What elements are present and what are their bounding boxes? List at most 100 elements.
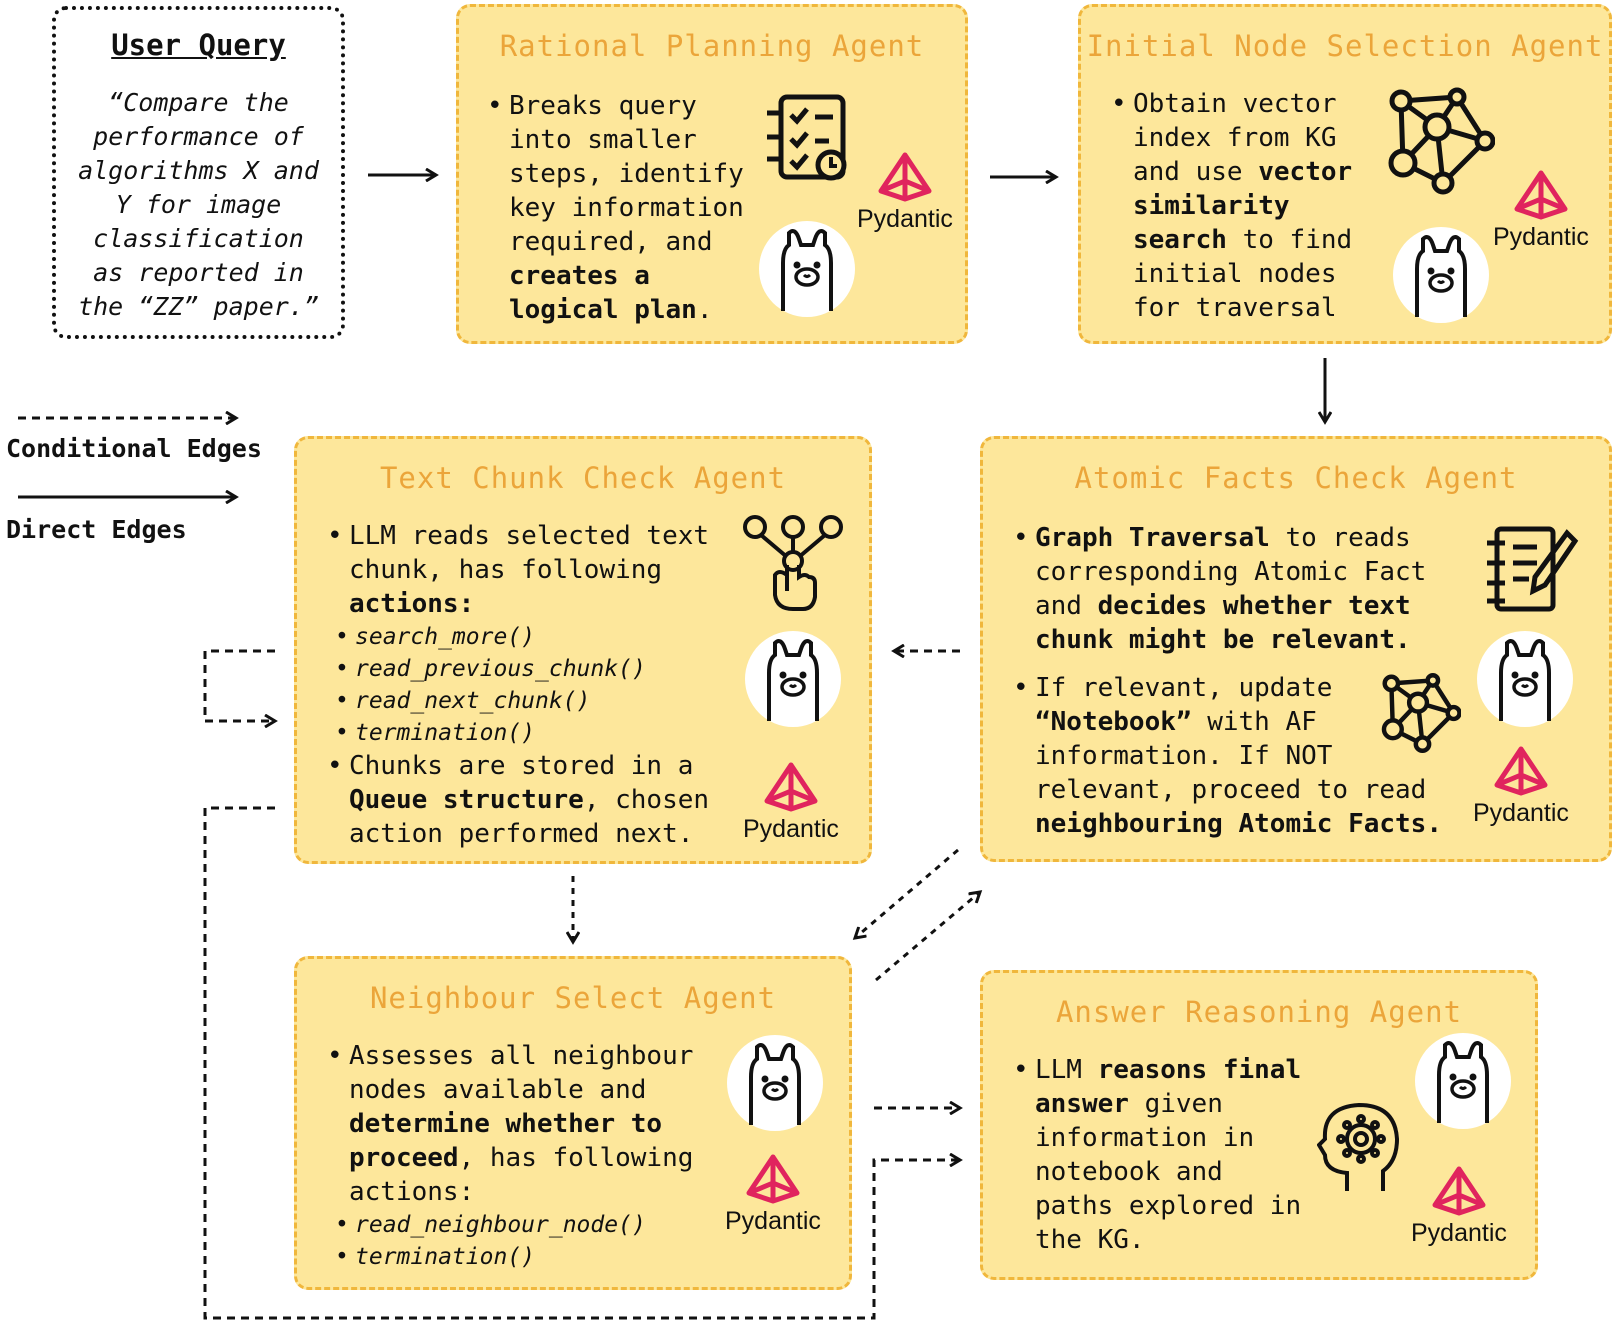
action-list: search_more()read_previous_chunk()read_n… — [327, 621, 709, 749]
text-line: proceed, has following — [349, 1143, 694, 1173]
text-line: logical plan. — [509, 295, 713, 325]
llama-face — [1499, 639, 1551, 721]
llama-icon — [745, 631, 841, 727]
answer-reasoning-agent: Answer Reasoning Agent LLM reasons final… — [980, 970, 1538, 1280]
text-line: required, and — [509, 227, 713, 257]
pydantic-icon — [878, 152, 932, 202]
pydantic-icon — [746, 1154, 800, 1204]
pydantic-icon — [1432, 1166, 1486, 1216]
initial-node-selection-agent: Initial Node Selection Agent Obtain vect… — [1078, 4, 1612, 344]
pydantic-label: Pydantic — [725, 1207, 821, 1235]
action-list: read_neighbour_node()termination() — [327, 1209, 693, 1273]
edge-neighbour-to-atomic — [875, 892, 980, 982]
agent-title: Atomic Facts Check Agent — [1074, 461, 1518, 495]
agent-title: Answer Reasoning Agent — [1055, 995, 1463, 1029]
action-item: read_next_chunk() — [327, 685, 709, 717]
pydantic-logo: Pydantic — [725, 1153, 821, 1236]
user-query-text: “Compare the performance of algorithms X… — [78, 88, 319, 321]
text-line: action performed next. — [349, 819, 694, 849]
text-line: LLM reads selected text — [327, 519, 709, 553]
pydantic-label: Pydantic — [1473, 799, 1569, 827]
pydantic-icon — [1514, 170, 1568, 220]
text-line: determine whether to — [349, 1109, 663, 1139]
pydantic-logo: Pydantic — [1473, 745, 1569, 828]
legend-conditional-label: Conditional Edges — [6, 434, 262, 463]
text-line: Chunks are stored in a — [327, 749, 709, 783]
text-line: paths explored in — [1035, 1191, 1302, 1221]
pydantic-logo: Pydantic — [857, 151, 953, 234]
pydantic-label: Pydantic — [1411, 1219, 1507, 1247]
text-line: notebook and — [1035, 1157, 1223, 1187]
llama-icon — [1415, 1033, 1511, 1129]
text-line: actions: — [349, 1177, 475, 1207]
hand-touch-nodes-icon — [743, 515, 843, 611]
text-line: Breaks query — [487, 89, 744, 123]
action-item: termination() — [327, 1241, 693, 1273]
atomic-facts-check-agent: Atomic Facts Check Agent Graph Traversal… — [980, 436, 1612, 862]
graph-network-icon — [1381, 673, 1461, 753]
text-line: steps, identify — [509, 159, 744, 189]
agent-title: Initial Node Selection Agent — [1086, 29, 1604, 63]
brain-head-icon — [1317, 1102, 1400, 1191]
user-query-box: User Query “Compare the performance of a… — [52, 6, 345, 339]
pydantic-label: Pydantic — [743, 815, 839, 843]
checklist-icon — [767, 94, 847, 181]
text-line: for traversal — [1133, 293, 1337, 323]
text-line: answer given — [1035, 1089, 1223, 1119]
edge-textchunk-to-answer-loop — [203, 806, 960, 1320]
text-line: If relevant, update — [1013, 671, 1442, 705]
text-line: Queue structure, chosen — [349, 785, 710, 815]
llama-icon — [1477, 631, 1573, 727]
llama-face — [767, 639, 819, 721]
agent-title: Text Chunk Check Agent — [379, 461, 787, 495]
text-line: nodes available and — [349, 1075, 647, 1105]
action-item: search_more() — [327, 621, 709, 653]
text-line: key information — [509, 193, 744, 223]
pydantic-icon — [1494, 746, 1548, 796]
pydantic-logo: Pydantic — [743, 761, 839, 844]
text-line: the KG. — [1035, 1225, 1145, 1255]
graph-network-icon — [1388, 87, 1495, 195]
llama-face — [1437, 1041, 1489, 1123]
action-item: read_neighbour_node() — [327, 1209, 693, 1241]
text-line: Obtain vector — [1111, 87, 1352, 121]
text-line: Graph Traversal to reads — [1013, 521, 1442, 555]
text-line: chunk might be relevant. — [1035, 625, 1411, 655]
llama-face — [1415, 235, 1467, 317]
text-line: actions: — [349, 589, 475, 619]
action-item: termination() — [327, 717, 709, 749]
notebook-pen-icon — [1487, 526, 1579, 612]
agent-title: Rational Planning Agent — [499, 29, 925, 63]
agent-title: Neighbour Select Agent — [369, 981, 777, 1015]
llama-face — [749, 1043, 801, 1125]
text-line: search to find — [1133, 225, 1353, 255]
llama-icon — [1393, 227, 1489, 323]
llama-icon — [759, 221, 855, 317]
text-line: relevant, proceed to read — [1035, 775, 1427, 805]
pydantic-label: Pydantic — [1493, 223, 1589, 251]
text-line: creates a — [509, 261, 650, 291]
text-line: Assesses all neighbour — [327, 1039, 693, 1073]
edge-textchunk-self-loop — [203, 649, 275, 721]
text-line: information in — [1035, 1123, 1255, 1153]
legend-direct-label: Direct Edges — [6, 515, 187, 544]
neighbour-select-agent: Neighbour Select Agent Assesses all neig… — [294, 956, 852, 1290]
text-line: and use vector — [1133, 157, 1353, 187]
pydantic-logo: Pydantic — [1493, 169, 1589, 252]
text-line: LLM reasons final — [1013, 1053, 1301, 1087]
user-query-title: User Query — [111, 28, 286, 62]
text-line: initial nodes — [1133, 259, 1337, 289]
action-item: read_previous_chunk() — [327, 653, 709, 685]
pydantic-logo: Pydantic — [1411, 1165, 1507, 1248]
text-line: information. If NOT — [1035, 741, 1333, 771]
text-line: “Notebook” with AF — [1035, 707, 1317, 737]
text-line: into smaller — [509, 125, 697, 155]
text-chunk-check-agent: Text Chunk Check Agent LLM reads selecte… — [294, 436, 872, 864]
